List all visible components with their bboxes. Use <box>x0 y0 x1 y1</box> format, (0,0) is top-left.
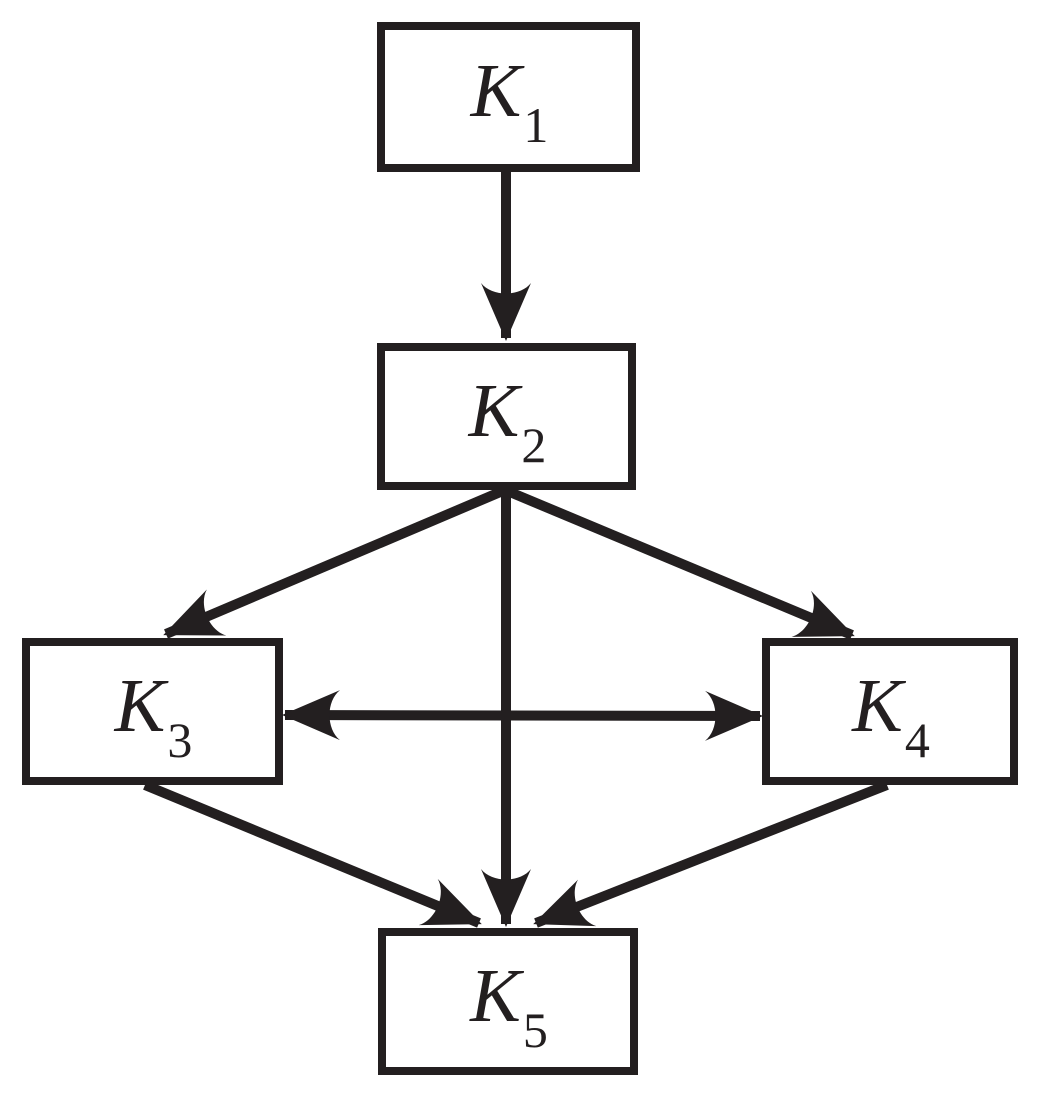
node-label-K3: K3 <box>115 668 193 765</box>
node-K5: K5 <box>378 928 638 1075</box>
node-label-K5: K5 <box>470 958 548 1055</box>
node-label-subscript: 3 <box>167 711 193 768</box>
node-label-base: K <box>468 368 520 453</box>
edge-K2-K3 <box>163 485 507 639</box>
node-label-subscript: 5 <box>522 1001 548 1058</box>
node-K3: K3 <box>22 638 283 785</box>
node-label-subscript: 4 <box>904 711 930 768</box>
node-label-K2: K2 <box>469 373 547 470</box>
node-label-base: K <box>114 663 166 748</box>
node-label-base: K <box>852 663 903 748</box>
node-label-base: K <box>470 49 522 133</box>
node-label-subscript: 1 <box>523 97 549 153</box>
edge-K3-K5 <box>143 780 482 928</box>
node-K4: K4 <box>762 638 1018 785</box>
node-label-K1: K1 <box>471 53 549 150</box>
node-K2: K2 <box>377 343 636 490</box>
node-K1: K1 <box>377 22 640 172</box>
node-label-subscript: 2 <box>521 416 547 473</box>
node-label-K4: K4 <box>852 668 930 765</box>
edge-K3-K4 <box>282 690 763 741</box>
node-label-base: K <box>470 953 521 1038</box>
edge-K4-K5 <box>533 780 889 928</box>
edge-K2-K4 <box>503 485 855 640</box>
